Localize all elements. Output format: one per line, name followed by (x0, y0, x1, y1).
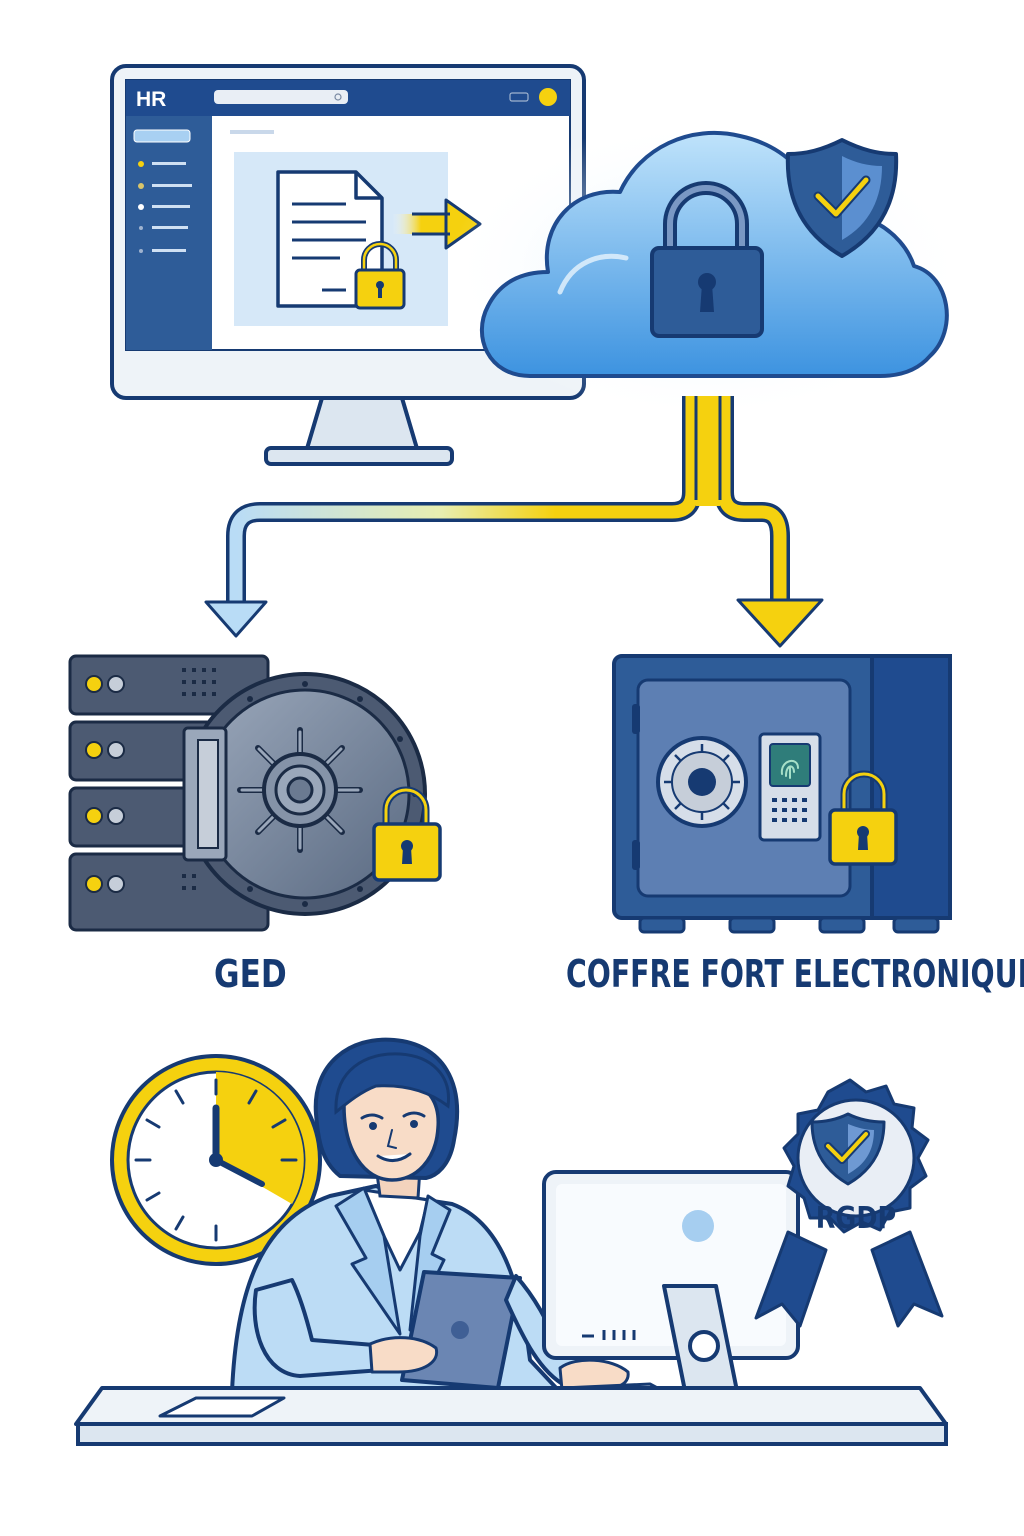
fingerprint-icon (769, 743, 811, 787)
clock-icon (110, 1054, 322, 1266)
sidebar-menu (138, 161, 192, 253)
monitor-stand (304, 396, 420, 454)
search-bar[interactable] (214, 90, 348, 104)
desk-computer (74, 1170, 948, 1446)
vault-door-icon (182, 672, 427, 916)
ged-padlock-icon (372, 786, 442, 882)
safe-padlock-icon (828, 770, 898, 866)
search-icon (334, 93, 342, 101)
split-arrows (204, 396, 824, 648)
badge-label: RGDP (816, 1200, 896, 1236)
app-sidebar (126, 116, 212, 350)
user-avatar[interactable] (539, 88, 557, 106)
shield-check-icon (785, 138, 899, 258)
status-icon (509, 92, 529, 102)
monitor-base (264, 446, 454, 466)
app-title: HR (136, 88, 166, 111)
cloud-padlock-icon (650, 181, 764, 338)
employee-figure (230, 1037, 630, 1394)
ged-label: GED (214, 952, 287, 996)
sidebar-item-active[interactable] (134, 130, 190, 142)
award-badge-icon: RGDP (754, 1078, 944, 1328)
coffre-fort-label: COFFRE FORT ELECTRONIQUE (566, 952, 1024, 996)
padlock-icon (354, 241, 406, 310)
safe-icon (612, 654, 952, 934)
